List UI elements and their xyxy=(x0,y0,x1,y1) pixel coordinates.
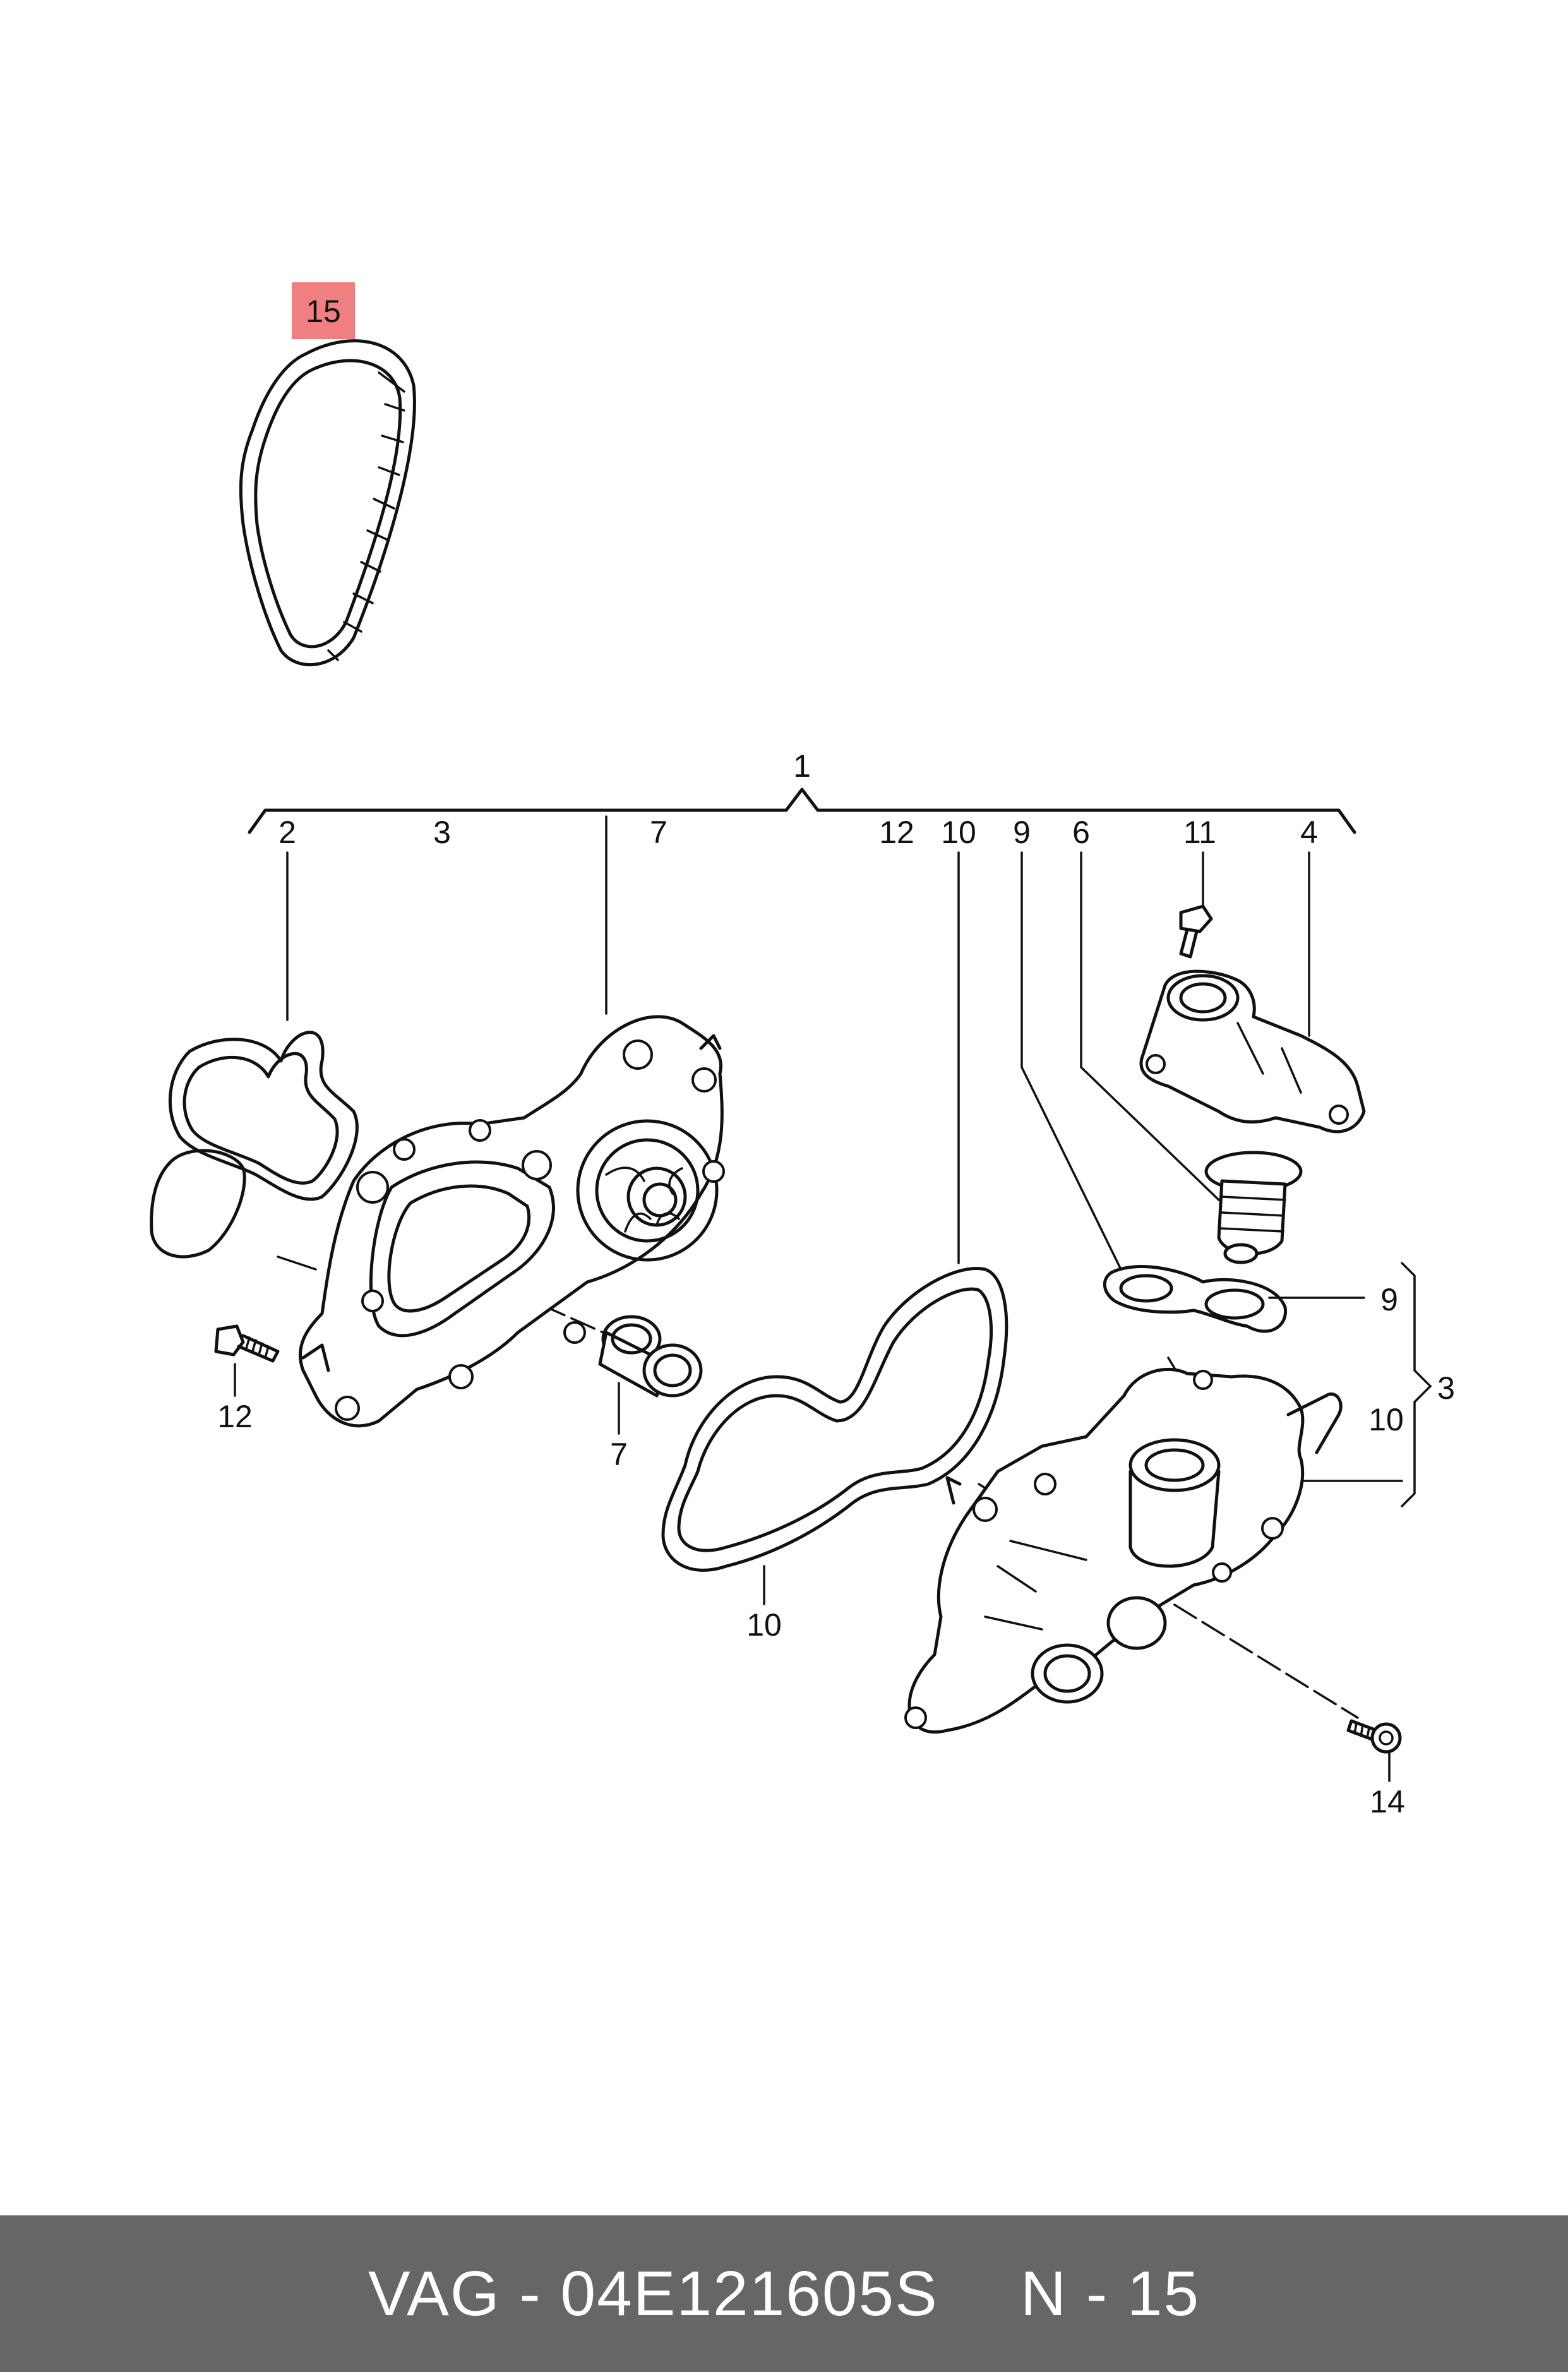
callout-14[interactable]: 14 xyxy=(1370,1784,1405,1819)
callout-10-right[interactable]: 10 xyxy=(1368,1402,1404,1437)
callout-9-right[interactable]: 9 xyxy=(1380,1282,1398,1317)
callout-7-bottom[interactable]: 7 xyxy=(610,1437,628,1472)
callout-6[interactable]: 6 xyxy=(1072,815,1090,850)
thermostat-housing[interactable] xyxy=(904,1368,1343,1734)
gasket-10-large[interactable] xyxy=(661,1267,1008,1572)
connector-7[interactable] xyxy=(598,1315,703,1398)
thermostat-6[interactable] xyxy=(1204,1151,1303,1264)
part-number: VAG - 04E121605S xyxy=(368,2258,938,2329)
callout-2[interactable]: 2 xyxy=(278,815,296,850)
seal-9[interactable] xyxy=(1103,1265,1288,1333)
bolt-14[interactable] xyxy=(1346,1719,1402,1754)
footer-bar: VAG - 04E121605S N - 15 xyxy=(0,2215,1568,2372)
callout-10-bottom[interactable]: 10 xyxy=(746,1607,782,1643)
water-pump-housing[interactable] xyxy=(299,1015,725,1428)
callout-12-top[interactable]: 12 xyxy=(879,815,914,850)
callout-15-top[interactable]: 15 xyxy=(306,294,341,329)
gasket-2[interactable] xyxy=(150,1031,359,1259)
callout-highlight-15 xyxy=(292,282,355,339)
toothed-belt[interactable] xyxy=(239,339,416,666)
callout-3-top[interactable]: 3 xyxy=(433,815,451,850)
callout-10-top[interactable]: 10 xyxy=(941,815,976,850)
thermostat-cover-4[interactable] xyxy=(1139,969,1366,1134)
callout-3-right[interactable]: 3 xyxy=(1437,1370,1455,1406)
callout-7-top[interactable]: 7 xyxy=(650,815,667,850)
bolt-11[interactable] xyxy=(1179,904,1213,959)
assembly-bracket-1 xyxy=(248,788,1356,834)
callout-11[interactable]: 11 xyxy=(1183,815,1216,850)
callout-4[interactable]: 4 xyxy=(1300,815,1318,850)
footer-label: VAG - 04E121605S N - 15 xyxy=(368,2258,1200,2330)
callout-9-top[interactable]: 9 xyxy=(1013,815,1031,850)
diagram-reference: N - 15 xyxy=(1020,2258,1200,2329)
bolt-12-left[interactable] xyxy=(214,1324,280,1363)
callout-1[interactable]: 1 xyxy=(793,748,811,784)
callout-12-bottom[interactable]: 12 xyxy=(217,1399,253,1434)
